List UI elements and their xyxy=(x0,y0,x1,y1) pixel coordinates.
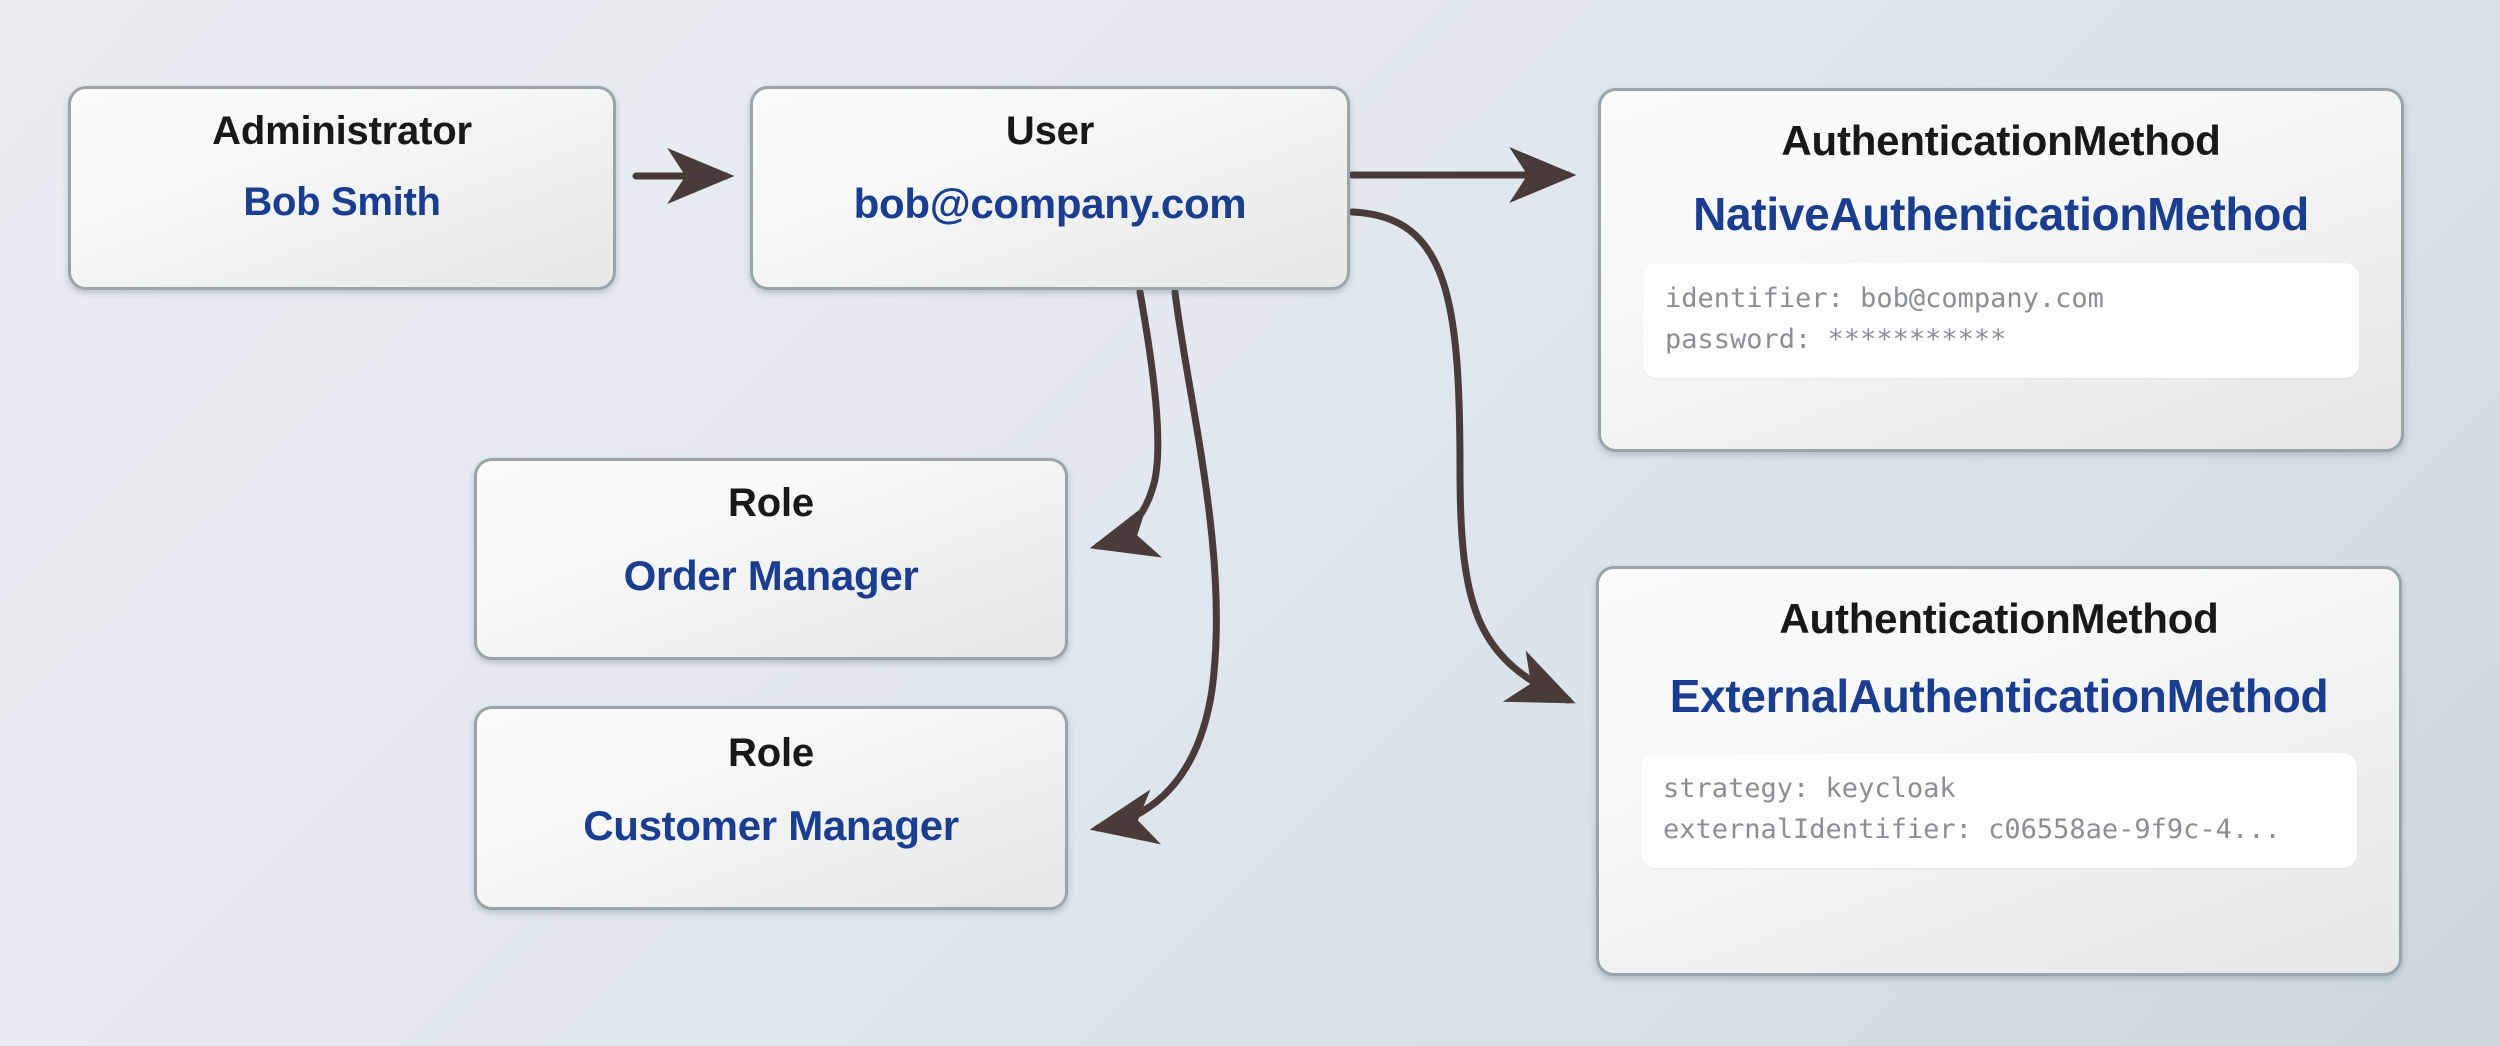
edge-user-to-auth-external xyxy=(1348,208,1576,704)
node-role-order-manager-type: Role xyxy=(728,481,814,525)
node-native-authentication-method[interactable]: AuthenticationMethod NativeAuthenticatio… xyxy=(1598,88,2404,452)
node-administrator-type: Administrator xyxy=(212,109,472,153)
native-auth-detail-password: password: *********** xyxy=(1665,323,2007,355)
node-user[interactable]: User bob@company.com xyxy=(750,86,1350,290)
native-auth-detail-panel: identifier: bob@company.com password: **… xyxy=(1643,263,2359,378)
external-auth-detail-strategy: strategy: keycloak xyxy=(1663,773,1956,804)
node-role-order-manager[interactable]: Role Order Manager xyxy=(474,458,1068,660)
node-role-order-manager-name: Order Manager xyxy=(623,552,919,599)
external-auth-detail-panel: strategy: keycloak externalIdentifier: c… xyxy=(1641,753,2357,868)
node-role-customer-manager[interactable]: Role Customer Manager xyxy=(474,706,1068,910)
node-native-authentication-method-type: AuthenticationMethod xyxy=(1781,117,2221,164)
edge-user-to-role-order xyxy=(1089,288,1163,558)
node-external-authentication-method-type: AuthenticationMethod xyxy=(1779,595,2219,642)
node-user-type: User xyxy=(1005,109,1095,153)
native-auth-detail-identifier: identifier: bob@company.com xyxy=(1665,283,2104,314)
node-role-customer-manager-name: Customer Manager xyxy=(583,802,959,849)
external-auth-detail-external-identifier: externalIdentifier: c06558ae-9f9c-4... xyxy=(1663,813,2281,845)
node-administrator-name: Bob Smith xyxy=(243,180,441,224)
node-administrator[interactable]: Administrator Bob Smith xyxy=(68,86,616,290)
node-role-customer-manager-type: Role xyxy=(728,731,814,775)
node-user-name: bob@company.com xyxy=(853,180,1247,227)
node-external-authentication-method[interactable]: AuthenticationMethod ExternalAuthenticat… xyxy=(1596,566,2402,976)
node-external-authentication-method-name: ExternalAuthenticationMethod xyxy=(1669,670,2329,722)
edge-user-to-role-customer xyxy=(1089,288,1220,845)
node-native-authentication-method-name: NativeAuthenticationMethod xyxy=(1693,188,2309,240)
